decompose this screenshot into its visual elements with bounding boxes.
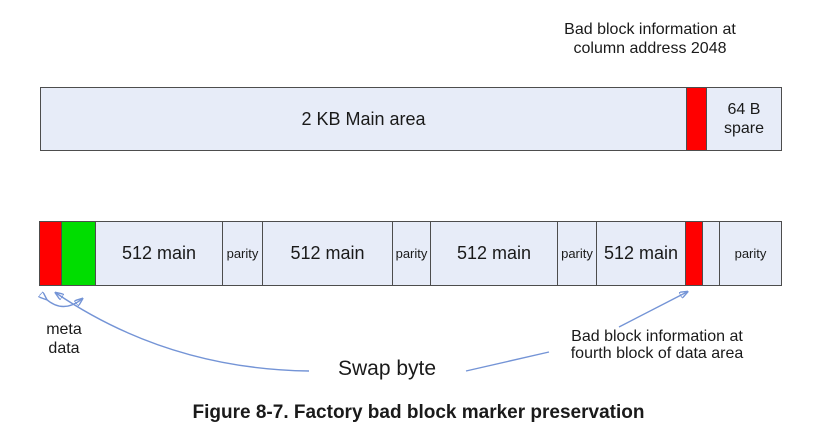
main-block-2: 512 main — [263, 222, 393, 285]
swap-byte-cell — [62, 222, 96, 285]
spare-gap-cell — [703, 222, 720, 285]
meta-data-line2: data — [48, 340, 80, 357]
main-block-1: 512 main — [96, 222, 223, 285]
bad-block-4th-arrow — [618, 292, 687, 328]
main-area-label: 2 KB Main area — [301, 108, 426, 129]
parity-3: parity — [558, 222, 597, 285]
top-right-label-line1: Bad block information at — [564, 21, 736, 38]
parity-3-label: parity — [561, 246, 593, 261]
parity-1-label: parity — [226, 246, 259, 261]
meta-data-line1: meta — [46, 321, 82, 338]
main-block-4-label: 512 main — [603, 243, 679, 263]
bottom-right-label-line2: fourth block of data area — [570, 345, 744, 362]
bad-block-marker-column-2048 — [687, 88, 707, 150]
main-block-2-label: 512 main — [290, 243, 365, 263]
parity-2-label: parity — [395, 246, 428, 261]
sector-layout-bar: 512 main parity 512 main parity 512 main pari… — [39, 221, 782, 286]
parity-4: parity — [720, 222, 781, 285]
bottom-right-label: Bad block information at fourth block of… — [546, 328, 768, 362]
spare-area-cell: 64 B spare — [707, 88, 781, 150]
parity-4-label: parity — [734, 246, 767, 261]
swap-byte-right-leader — [465, 351, 550, 372]
bottom-right-label-line1: Bad block information at — [571, 328, 743, 345]
meta-data-label: meta data — [24, 320, 104, 358]
main-block-3: 512 main — [431, 222, 558, 285]
spare-label-line2: spare — [723, 120, 765, 137]
top-right-label-line2: column address 2048 — [573, 40, 727, 57]
swap-byte-label: Swap byte — [337, 357, 437, 380]
parity-2: parity — [393, 222, 431, 285]
meta-bad-block-marker — [40, 222, 62, 285]
main-area-cell: 2 KB Main area — [41, 88, 687, 150]
parity-1: parity — [223, 222, 263, 285]
main-block-1-label: 512 main — [121, 243, 197, 263]
bad-block-marker-4th — [686, 222, 703, 285]
top-right-label: Bad block information at column address … — [538, 20, 762, 58]
main-block-4: 512 main — [597, 222, 686, 285]
figure-caption: Figure 8-7. Factory bad block marker pre… — [192, 402, 645, 423]
swap-arc-arrow — [46, 299, 82, 308]
spare-label-line1: 64 B — [727, 101, 761, 118]
main-block-3-label: 512 main — [456, 243, 532, 263]
page-layout-bar: 2 KB Main area 64 B spare — [40, 87, 782, 151]
